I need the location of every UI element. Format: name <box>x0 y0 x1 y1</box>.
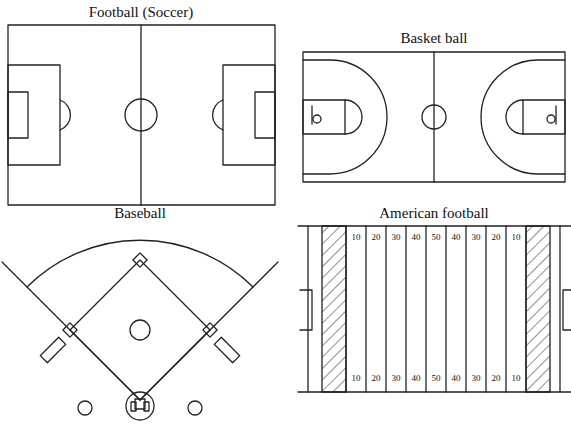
yard-line <box>365 226 366 392</box>
soccer-field <box>8 25 275 205</box>
yard-number: 10 <box>351 233 362 242</box>
field-title: Football (Soccer) <box>89 5 194 20</box>
yard-number: 30 <box>391 374 402 383</box>
yard-number: 50 <box>431 233 442 242</box>
yard-number: 40 <box>411 233 422 242</box>
yard-number: 20 <box>491 374 502 383</box>
yard-line <box>445 226 446 392</box>
yard-line <box>405 226 406 392</box>
yard-line <box>385 226 386 392</box>
yard-number: 10 <box>351 374 362 383</box>
yard-number: 30 <box>471 233 482 242</box>
yard-number: 30 <box>391 233 402 242</box>
yard-line <box>485 226 486 392</box>
basketball-court <box>303 52 565 182</box>
yard-number: 40 <box>451 374 462 383</box>
baseball-field <box>2 240 278 420</box>
yard-number: 40 <box>411 374 422 383</box>
yard-number: 10 <box>511 374 522 383</box>
american-football-field <box>298 226 571 392</box>
yard-number: 40 <box>451 233 462 242</box>
yard-number: 50 <box>431 374 442 383</box>
yard-line <box>345 226 346 392</box>
field-title: American football <box>379 206 489 221</box>
field-title: Baseball <box>114 206 166 221</box>
yard-number: 20 <box>371 233 382 242</box>
yard-number: 10 <box>511 233 522 242</box>
yard-line <box>465 226 466 392</box>
yard-number: 30 <box>471 374 482 383</box>
yard-number: 20 <box>371 374 382 383</box>
yard-number: 20 <box>491 233 502 242</box>
yard-line <box>505 226 506 392</box>
field-title: Basket ball <box>400 31 467 46</box>
yard-line <box>425 226 426 392</box>
yard-line <box>525 226 526 392</box>
